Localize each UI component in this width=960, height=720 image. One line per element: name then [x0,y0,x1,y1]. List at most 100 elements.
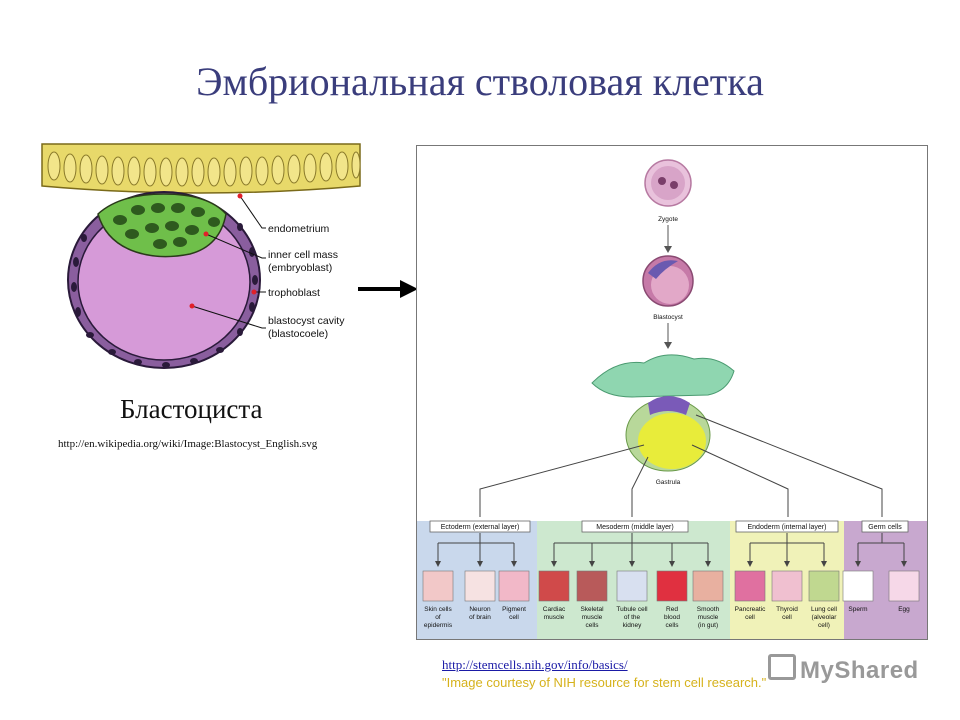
myshared-watermark: MyShared [768,654,919,685]
cell-label-line: Neuron [469,606,491,613]
cell-image [498,570,530,602]
cell-label-line: cell) [818,622,830,629]
cell-image [842,570,874,602]
wikipedia-source-url: http://en.wikipedia.org/wiki/Image:Blast… [58,438,318,450]
cell-label-line: Thyroid [776,606,798,613]
cell-arrow-head [551,561,557,567]
watermark-text: MyShared [800,657,919,684]
blastocyst-illustration [642,255,694,307]
cell-label-line: blood [664,614,680,621]
cell-arrow-head [855,561,861,567]
cell-arrow-head [629,561,635,567]
cell-image [538,570,570,602]
stage-gastrula: Gastrula [656,479,681,486]
cell-label-line: Skin cells [424,606,452,613]
cell-arrow-head [747,561,753,567]
cell-arrow-head [435,561,441,567]
cell-label-line: (in gut) [698,622,718,629]
cell-images [422,570,920,602]
cell-image [616,570,648,602]
layer-ectoderm: Ectoderm (external layer) [441,524,520,531]
cell-label-line: cells [585,622,599,629]
cell-label-line: Egg [898,606,910,613]
cell-label: Egg [898,606,910,613]
cell-label-line: Smooth [697,606,720,613]
cell-label-line: of [435,614,441,621]
cell-arrows [435,543,907,567]
cell-arrow-head [901,561,907,567]
cell-arrow-head [784,561,790,567]
cell-label-line: Red [666,606,678,613]
cell-label-line: of the [624,614,641,621]
cell-label-line: muscle [582,614,603,621]
label-trophoblast: trophoblast [268,287,320,299]
cell-label-line: kidney [623,622,643,629]
cell-label-line: Pancreatic [735,606,766,613]
cell-image [422,570,454,602]
zygote-illustration [644,159,692,207]
label-blastocyst-cavity: blastocyst cavity [268,315,345,327]
endometrium-cells [47,151,361,187]
slide-title: Эмбриональная стволовая клетка [196,59,764,104]
cell-image [888,570,920,602]
cell-label-line: muscle [698,614,719,621]
stage-blastocyst: Blastocyst [653,314,683,321]
cell-arrow-head [511,561,517,567]
label-endometrium: endometrium [268,223,330,235]
layer-mesoderm: Mesoderm (middle layer) [596,524,673,531]
cell-image [656,570,688,602]
cell-arrow-head [669,561,675,567]
cell-label-line: muscle [544,614,565,621]
cell-image [576,570,608,602]
cell-label-line: Skeletal [580,606,604,613]
cell-label-line: Tubule cell [616,606,648,613]
nih-differentiation-diagram: Zygote Blastocyst Gastrula Ectoderm (ext… [416,145,928,640]
cell-arrow-head [589,561,595,567]
cell-branch-lines [438,533,904,544]
label-embryoblast: (embryoblast) [268,262,332,274]
nih-source-link[interactable]: http://stemcells.nih.gov/info/basics/ [442,657,628,672]
stage-zygote: Zygote [658,216,678,223]
label-blastocoele: (blastocoele) [268,328,328,340]
gastrula-illustration [591,354,735,472]
cell-label-line: Lung cell [811,606,838,613]
cell-label-line: cells [665,622,679,629]
presentation-icon [768,654,796,680]
cell-arrow-head [477,561,483,567]
cell-image [771,570,803,602]
cell-image [808,570,840,602]
layer-endoderm: Endoderm (internal layer) [748,524,827,531]
cell-label-line: epidermis [424,622,453,629]
cell-label-line: (alveolar [812,614,838,621]
layer-germ-cells: Germ cells [868,524,902,531]
cell-label-line: cell [782,614,792,621]
trophoblast-nuclei [71,223,258,368]
nih-credit-text: "Image courtesy of NIH resource for stem… [442,675,767,690]
cell-label-line: Pigment [502,606,526,613]
cell-label-line: Sperm [848,606,867,613]
cell-label-line: of brain [469,614,491,621]
blastocyst-diagram: endometrium inner cell mass (embryoblast… [41,143,361,369]
icm-nuclei [113,203,220,249]
cell-arrow-head [821,561,827,567]
cell-image [734,570,766,602]
cell-label-line: cell [509,614,519,621]
label-inner-cell-mass: inner cell mass [268,249,338,261]
arrow-right-icon [358,280,418,298]
cell-image [692,570,724,602]
cell-label-line: Cardiac [543,606,566,613]
cell-arrow-head [705,561,711,567]
cell-label-line: cell [745,614,755,621]
